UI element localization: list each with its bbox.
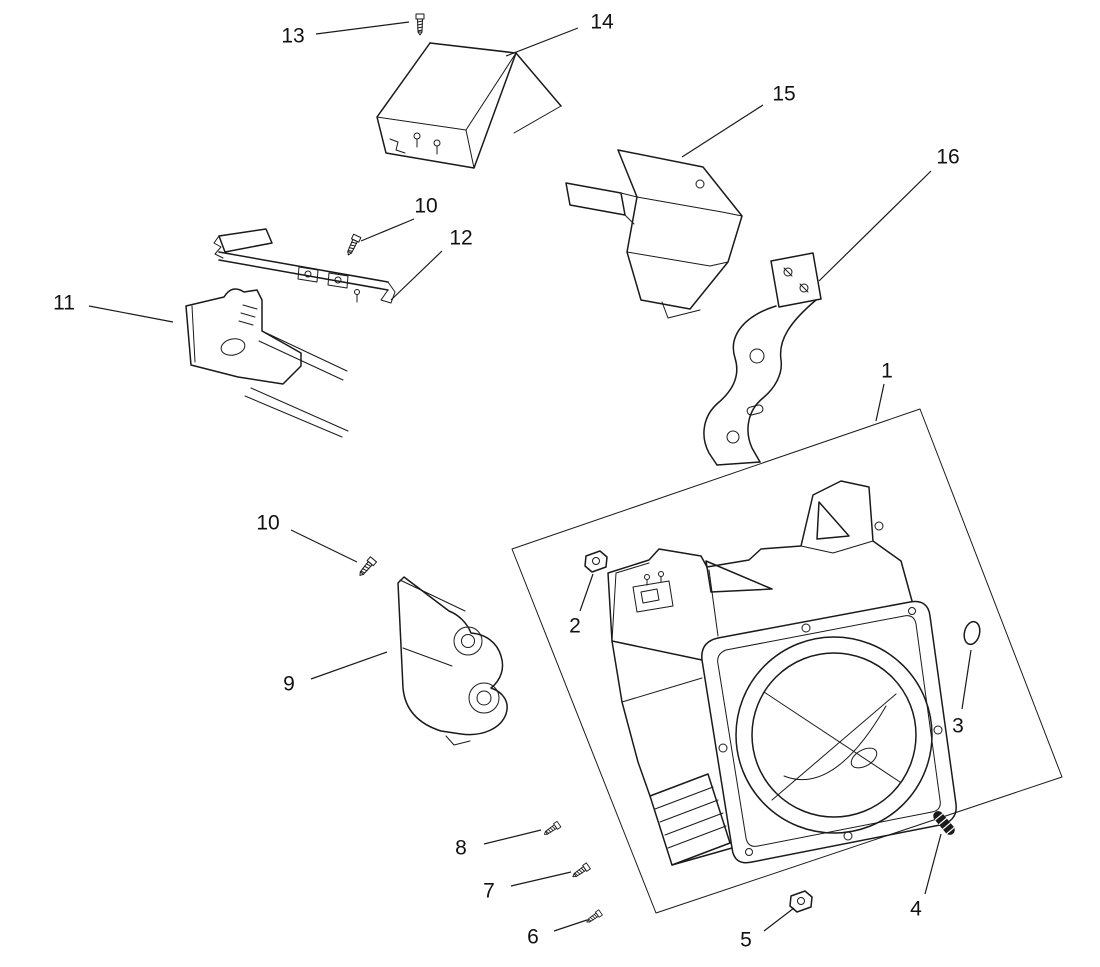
callout-leader-6-14 — [553, 919, 588, 932]
screw-10-upper — [344, 233, 362, 258]
callout-label-7-13: 7 — [483, 880, 495, 903]
callout-leader-5-15 — [763, 907, 795, 932]
callout-label-10-2: 10 — [414, 195, 437, 218]
callout-leader-3-11 — [961, 649, 972, 710]
nut-5 — [789, 890, 813, 913]
callout-label-4-16: 4 — [910, 898, 922, 921]
callout-label-11-6: 11 — [53, 292, 75, 315]
louver-vent — [649, 773, 731, 866]
callout-leader-13-0 — [315, 21, 410, 35]
callout-label-12-3: 12 — [449, 227, 472, 250]
callout-label-2-10: 2 — [569, 615, 581, 638]
callout-leader-2-10 — [579, 573, 594, 612]
callout-label-16-5: 16 — [936, 146, 959, 169]
o-ring-3 — [963, 620, 981, 646]
diagram-artwork — [185, 13, 1063, 926]
callout-label-15-4: 15 — [772, 83, 795, 106]
part-11-baffle — [185, 288, 349, 438]
callout-leader-10-2 — [360, 218, 415, 242]
callout-leader-10-8 — [290, 529, 358, 563]
nut-2 — [584, 550, 608, 573]
callout-leader-14-1 — [505, 27, 579, 57]
callout-label-10-8: 10 — [256, 512, 279, 535]
screw-8 — [541, 820, 562, 838]
part-14-head-baffle — [376, 42, 562, 169]
part-12-bracket — [213, 228, 396, 304]
callout-label-3-11: 3 — [952, 715, 964, 738]
callout-label-9-9: 9 — [283, 673, 295, 696]
callout-leader-9-9 — [310, 651, 388, 680]
part-15-heat-deflector — [565, 149, 743, 319]
callout-label-14-1: 14 — [590, 11, 614, 34]
part-16-bracket — [703, 252, 822, 466]
callout-label-1-7: 1 — [881, 360, 893, 383]
callout-leader-15-4 — [681, 104, 764, 158]
screw-13 — [415, 13, 425, 36]
callout-leader-1-7 — [875, 383, 885, 422]
screw-6 — [584, 909, 603, 926]
spring-4 — [933, 811, 955, 835]
callout-leader-4-16 — [924, 833, 942, 895]
callout-label-8-12: 8 — [455, 837, 467, 860]
screw-7 — [570, 862, 591, 881]
part-9-bracket — [397, 576, 508, 746]
part-1-blower-housing — [511, 408, 1063, 914]
callout-label-5-15: 5 — [740, 929, 752, 952]
callout-leader-11-6 — [88, 305, 174, 323]
fan-opening-inner — [751, 652, 917, 818]
housing-panel-outline — [511, 408, 1063, 914]
callout-label-6-14: 6 — [527, 926, 539, 949]
screw-10-lower — [356, 556, 377, 579]
hardware — [344, 13, 981, 926]
fan-opening-outer — [735, 636, 933, 834]
callout-leader-16-5 — [818, 170, 932, 282]
callout-leader-12-3 — [390, 250, 443, 301]
callout-leader-8-12 — [483, 829, 542, 845]
callout-label-13-0: 13 — [281, 25, 304, 48]
callout-leader-7-13 — [510, 871, 572, 887]
